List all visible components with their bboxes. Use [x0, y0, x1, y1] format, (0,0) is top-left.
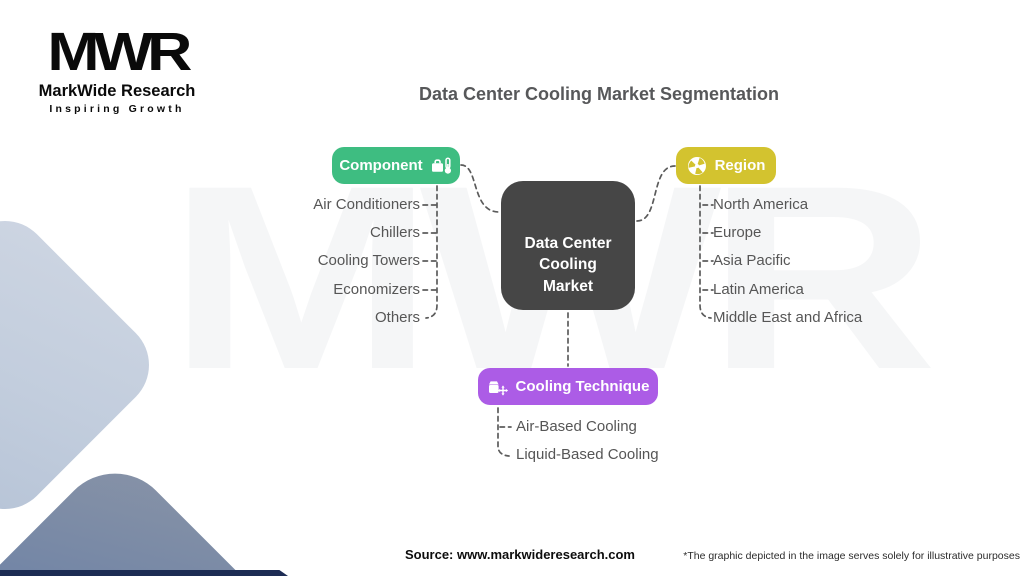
segment-item: Chillers — [369, 224, 420, 241]
globe-turbine-icon — [687, 156, 707, 176]
segment-item: Air Conditioners — [313, 196, 420, 213]
logo-company-name: MarkWide Research — [38, 82, 196, 100]
branch-region-label: Region — [714, 157, 766, 174]
segment-item: Air-Based Cooling — [516, 418, 637, 435]
segment-item: Liquid-Based Cooling — [516, 446, 659, 463]
briefcase-thermometer-icon — [431, 156, 453, 175]
branch-cooling-technique: Cooling Technique — [478, 368, 658, 405]
box-move-arrows-icon — [487, 378, 508, 396]
segment-item: Europe — [713, 224, 762, 241]
segment-item: Economizers — [333, 281, 420, 298]
segment-item: Others — [374, 309, 420, 326]
segment-item: Middle East and Africa — [713, 309, 863, 326]
segment-item: Latin America — [713, 281, 804, 298]
central-node-line1: Data Center — [524, 234, 612, 252]
branch-cooling-technique-label: Cooling Technique — [515, 378, 650, 395]
segment-item: North America — [713, 196, 809, 213]
central-node-line2: Cooling — [539, 256, 597, 273]
page-title: Data Center Cooling Market Segmentation — [418, 84, 780, 104]
branch-component-label: Component — [339, 157, 423, 174]
branch-region: Region — [676, 147, 776, 184]
branch-component: Component — [332, 147, 460, 184]
central-node: Data Center Cooling Market — [501, 181, 635, 310]
segment-item: Asia Pacific — [713, 252, 791, 269]
decor-light-diamond — [0, 202, 168, 528]
cooling-technique-items: Air-Based Cooling Liquid-Based Cooling — [516, 0, 756, 480]
disclaimer-text: *The graphic depicted in the image serve… — [683, 550, 1020, 562]
segment-item: Cooling Towers — [317, 252, 420, 269]
source-text: Source: www.markwideresearch.com — [404, 547, 635, 562]
component-items: Air Conditioners Chillers Cooling Towers… — [180, 0, 420, 340]
logo-tagline: Inspiring Growth — [49, 103, 185, 115]
logo-monogram: MWR — [47, 22, 192, 82]
markwide-logo: MWR MarkWide Research Inspiring Growth — [28, 24, 206, 115]
central-node-line3: Market — [543, 277, 593, 295]
region-items: North America Europe Asia Pacific Latin … — [713, 0, 993, 340]
decor-bottom-strip — [0, 570, 288, 576]
